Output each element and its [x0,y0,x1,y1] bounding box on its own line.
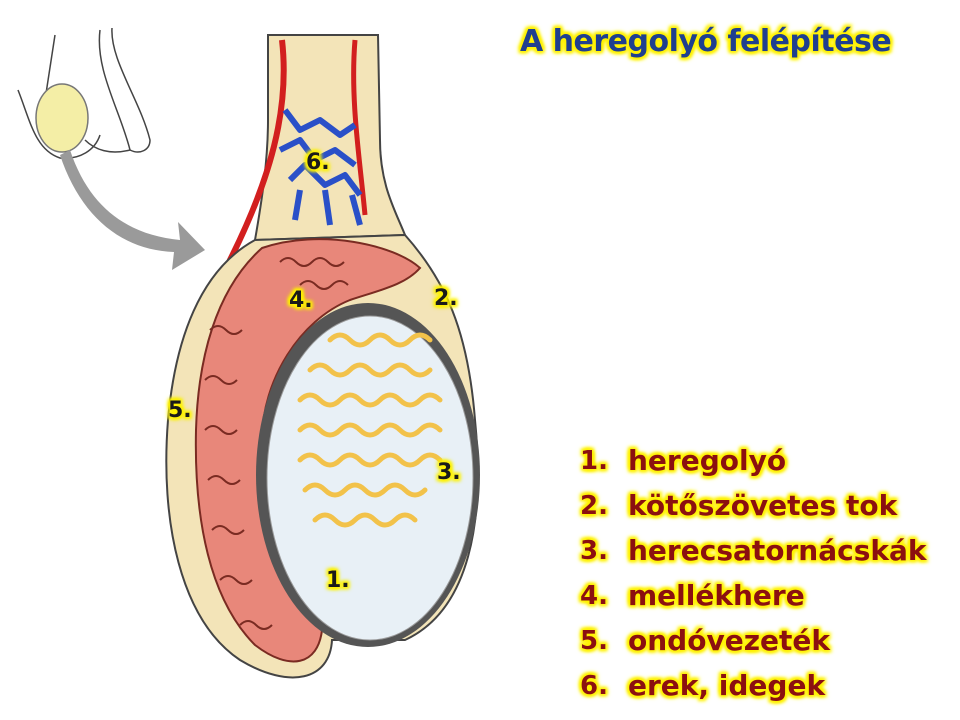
legend-term: herecsatornácskák [628,534,927,567]
legend-item: 1. heregolyó [580,438,927,483]
legend-item: 6. erek, idegek [580,663,927,708]
legend-term: mellékhere [628,579,805,612]
legend-item: 4. mellékhere [580,573,927,618]
legend-term: heregolyó [628,444,787,477]
page-title: A heregolyó felépítése [520,24,892,59]
legend-item: 2. kötőszövetes tok [580,483,927,528]
pointer-arrow [60,150,205,270]
small-testis-sketch [35,83,89,153]
legend-item: 5. ondóvezeték [580,618,927,663]
spermatic-cord [182,34,407,421]
marker-4: 4. [289,288,313,313]
legend-item: 3. herecsatornácskák [580,528,927,573]
marker-3: 3. [437,460,461,485]
marker-1: 1. [326,568,350,593]
body-outline-sketch [17,27,151,159]
marker-6: 6. [306,150,330,175]
legend-number: 6. [580,670,608,701]
legend-term: erek, idegek [628,669,826,702]
legend-list: 1. heregolyó 2. kötőszövetes tok 3. herecsa… [580,438,927,708]
legend-number: 4. [580,580,608,611]
marker-5: 5. [168,398,192,423]
legend-term: kötőszövetes tok [628,489,898,522]
epididymis-coils [204,257,349,630]
marker-2: 2. [434,286,458,311]
vein-plexus [278,108,363,226]
legend-term: ondóvezeték [628,624,830,657]
legend-number: 5. [580,625,608,656]
legend-number: 1. [580,445,608,476]
legend-number: 2. [580,490,608,521]
legend-number: 3. [580,535,608,566]
artery-vessel [351,39,368,216]
seminiferous-tubules [297,332,443,528]
